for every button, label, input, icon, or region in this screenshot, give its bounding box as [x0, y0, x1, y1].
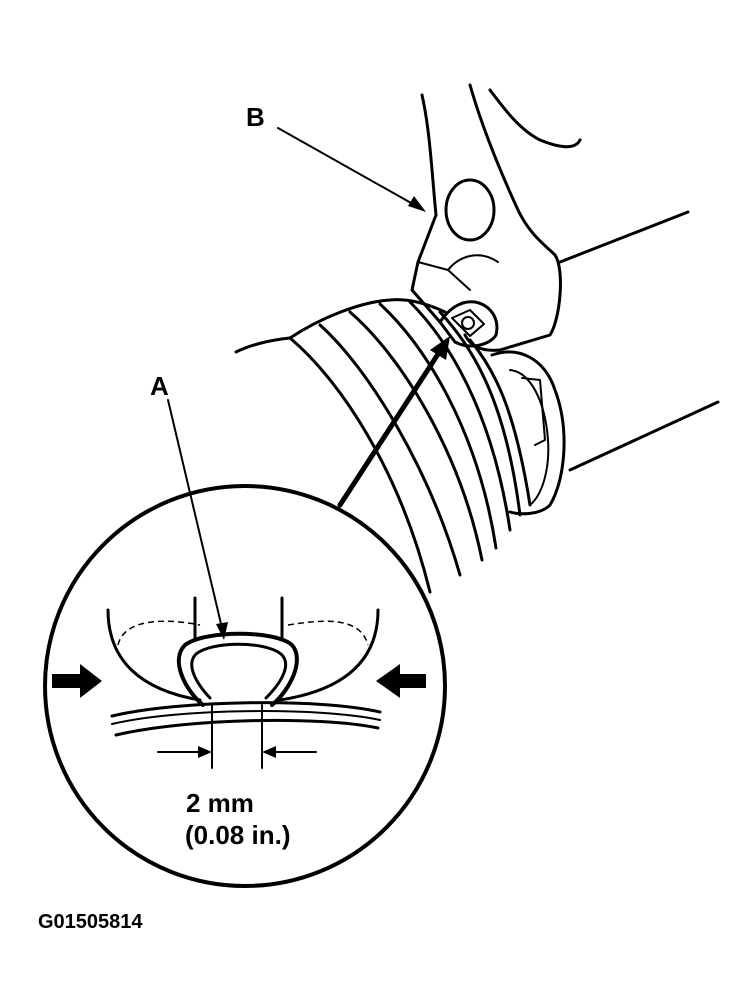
- label-b: B: [246, 102, 265, 132]
- measurement-value: 2 mm: [186, 788, 254, 818]
- leader-a: [167, 399, 228, 640]
- detail-pointer-arrow: [337, 336, 450, 508]
- measurement-imperial: (0.08 in.): [185, 820, 290, 850]
- suspension-arm: [410, 83, 582, 352]
- figure-code: G01505814: [38, 911, 143, 933]
- gap-measurement-arrows: [157, 746, 317, 758]
- squeeze-arrow-left: [52, 664, 102, 698]
- squeeze-arrow-right: [376, 664, 426, 698]
- cv-boot: [234, 298, 566, 594]
- leader-b: [277, 127, 426, 212]
- magnified-detail-circle: [43, 484, 447, 888]
- drive-shaft: [558, 210, 720, 472]
- label-a: A: [150, 371, 169, 401]
